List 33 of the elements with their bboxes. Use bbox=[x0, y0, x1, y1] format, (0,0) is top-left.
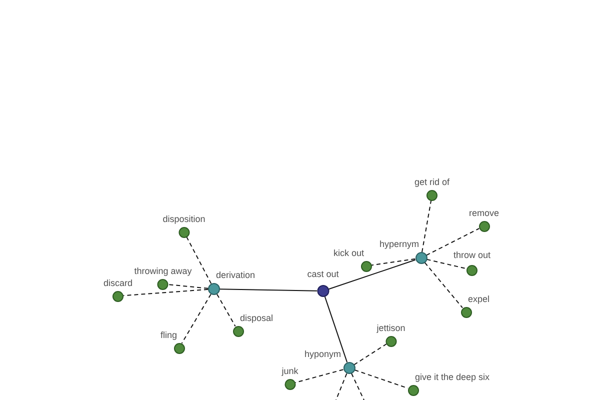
node-label: kick out bbox=[333, 248, 364, 258]
node-label: give it the deep six bbox=[415, 372, 490, 382]
dashed-connector bbox=[351, 372, 364, 400]
dashed-connector bbox=[216, 294, 236, 327]
dashed-connector bbox=[168, 284, 208, 289]
node-label: remove bbox=[469, 208, 499, 218]
node-label: discard bbox=[104, 278, 132, 288]
connector-line bbox=[328, 259, 416, 290]
dashed-connector bbox=[336, 373, 348, 400]
dashed-connector bbox=[426, 228, 480, 256]
node-label: junk bbox=[282, 366, 298, 376]
node-label: throw out bbox=[453, 250, 491, 260]
dashed-connector bbox=[181, 294, 212, 344]
node-label: derivation bbox=[216, 270, 256, 281]
node-label: jettison bbox=[376, 322, 406, 334]
node-label: disposition bbox=[162, 214, 206, 224]
node-label: cast out bbox=[307, 269, 339, 280]
node-label: hyponym bbox=[304, 349, 341, 360]
dashed-connector bbox=[426, 258, 468, 270]
dashed-connector bbox=[123, 288, 208, 296]
connector-line bbox=[220, 288, 318, 292]
dashed-connector bbox=[186, 236, 212, 284]
node-label: get rid of bbox=[414, 176, 450, 188]
node-label: throwing away bbox=[134, 266, 192, 276]
node-label: hypernym bbox=[379, 239, 419, 250]
connector-line bbox=[324, 296, 348, 363]
dashed-connector bbox=[354, 344, 387, 366]
node-label: disposal bbox=[240, 312, 274, 324]
dashed-connector bbox=[422, 200, 432, 253]
node-label: fling bbox=[160, 330, 177, 340]
dashed-connector bbox=[370, 258, 416, 266]
dashed-connector bbox=[424, 262, 463, 308]
node-label: expel bbox=[468, 294, 490, 304]
